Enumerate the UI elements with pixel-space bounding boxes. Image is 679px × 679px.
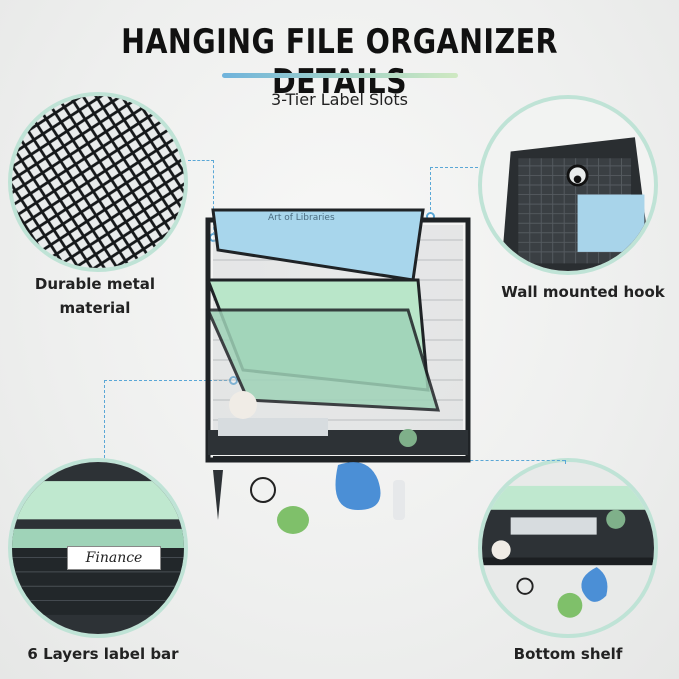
bottom-shelf-detail (478, 458, 658, 638)
page-title: HANGING FILE ORGANIZER DETAILS (121, 22, 558, 102)
leader-shelf-h (455, 460, 565, 461)
file-organizer-illustration: Art of Libraries (205, 208, 471, 534)
leader-hook-v (430, 167, 431, 215)
metal-mesh-detail (8, 92, 188, 272)
label-bar-detail: Finance (8, 458, 188, 638)
label-card: Finance (67, 546, 161, 570)
metal-caption-line1: Durable metal (34, 275, 156, 293)
leader-label-dot (229, 376, 238, 385)
wall-hook-detail (478, 95, 658, 275)
leader-shelf-v (565, 460, 566, 464)
leader-hook-h (430, 167, 478, 168)
label-bar-caption: 6 Layers label bar (27, 645, 179, 663)
bottom-shelf-icon (482, 462, 654, 634)
page-subtitle: 3-Tier Label Slots (271, 90, 408, 109)
wall-hook-icon (482, 99, 654, 271)
leader-label-v (104, 380, 105, 458)
leader-label-h (104, 380, 232, 381)
metal-caption: Durable metal material (20, 272, 170, 320)
book-label: Art of Libraries (268, 213, 335, 223)
metal-caption-line2: material (59, 299, 131, 317)
leader-metal-v (213, 160, 214, 235)
title-underline (222, 73, 458, 78)
organizer-product-image: Art of Libraries (188, 180, 488, 560)
hook-caption: Wall mounted hook (501, 283, 665, 301)
metal-mesh-icon (12, 96, 184, 268)
shelf-caption: Bottom shelf (513, 645, 623, 663)
leader-metal-h (188, 160, 214, 161)
